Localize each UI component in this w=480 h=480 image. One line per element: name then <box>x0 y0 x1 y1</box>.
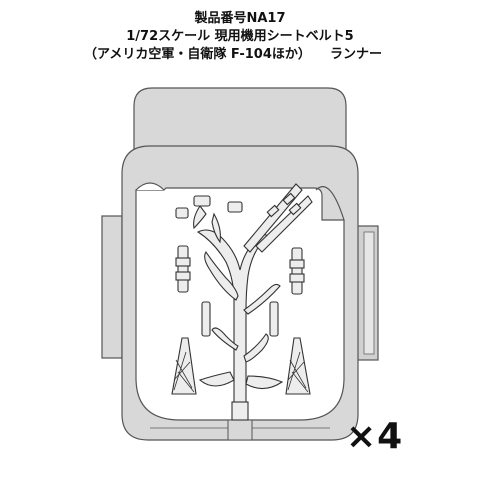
product-number: 製品番号NA17 <box>194 11 286 26</box>
quantity-label: ×4 <box>346 416 404 457</box>
runner-side-tab-left <box>101 215 123 359</box>
runner-back-frame <box>133 87 347 151</box>
sprue-tree <box>193 205 284 421</box>
shoulder-belt-part <box>243 183 313 253</box>
lap-belt-left <box>175 245 191 293</box>
harness-net-left <box>171 337 197 395</box>
buckle-parts <box>175 195 243 219</box>
runner-bottom-connector <box>227 419 253 441</box>
runner-notch-right <box>315 186 345 221</box>
product-title: 1/72スケール 現用機用シートベルト5 <box>126 29 354 44</box>
runner-label: ランナー <box>330 47 383 62</box>
harness-net-right <box>285 337 311 395</box>
runner-side-tab-right-inner <box>363 231 375 355</box>
small-strap-parts <box>201 301 279 337</box>
product-subtitle: （アメリカ空軍・自衛隊 F-104ほか） <box>84 47 311 62</box>
runner-notch-left <box>135 182 165 191</box>
lap-belt-right <box>289 247 305 295</box>
